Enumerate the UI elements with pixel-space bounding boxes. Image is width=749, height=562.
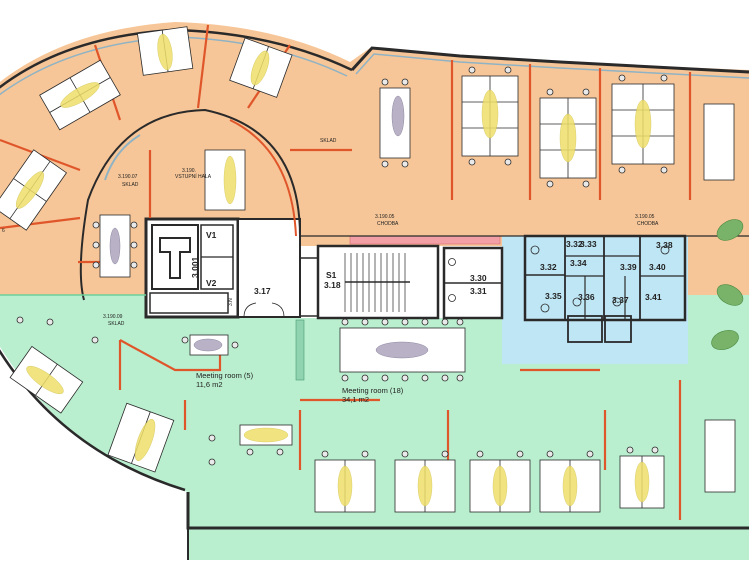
label-meeting-18-name: Meeting room (18) — [342, 386, 404, 395]
north-facade-glazing — [355, 53, 749, 79]
label-room-332b: 3.32 — [540, 262, 557, 272]
south-curved-facade — [0, 349, 186, 492]
label-corridor-west-code: 3.190.05 — [375, 214, 395, 220]
core — [144, 217, 504, 381]
label-room-339: 3.39 — [620, 262, 637, 272]
lift-car — [151, 224, 199, 290]
label-room-334: 3.34 — [570, 258, 587, 268]
label-shaft: 3.N — [228, 298, 234, 306]
label-room-330: 3.30 — [470, 273, 487, 283]
label-corridor-west-name: CHODBA — [377, 221, 399, 227]
label-vestibule-code: 3.190. — [182, 168, 196, 174]
north-facade — [350, 46, 749, 74]
label-meeting-18-area: 34,1 m2 — [342, 395, 369, 404]
label-room-341: 3.41 — [645, 292, 662, 302]
label-edge-mark: 6 — [2, 228, 5, 234]
hatched-strip — [349, 235, 501, 245]
label-storage-code: 3.190.09 — [103, 314, 123, 320]
label-meeting-5-name: Meeting room (5) — [196, 371, 254, 380]
label-sklad-north: SKLAD — [320, 138, 337, 144]
label-stair-code: S1 — [326, 270, 337, 280]
lighting-marks — [15, 33, 652, 507]
label-room-340: 3.40 — [649, 262, 666, 272]
label-meeting-5-area: 11,6 m2 — [196, 380, 223, 389]
inner-arc-glazing — [104, 134, 141, 181]
label-storage-name: SKLAD — [108, 321, 125, 327]
label-room-336: 3.36 — [578, 292, 595, 302]
label-room-337: 3.37 — [612, 295, 629, 305]
lift-symbol — [159, 237, 191, 279]
stair-treads — [344, 253, 410, 312]
label-room-332a: 3.32 — [566, 239, 583, 249]
inner-arc-wall — [79, 108, 301, 301]
label-corridor-east-name: CHODBA — [637, 221, 659, 227]
hatched-strip-south — [295, 319, 305, 381]
label-west-code: 3.190.07 — [118, 174, 138, 180]
label-v2: V2 — [206, 278, 217, 288]
label-room-331: 3.31 — [470, 286, 487, 296]
label-room-335: 3.35 — [545, 291, 562, 301]
label-stair-num: 3.18 — [324, 280, 341, 290]
label-v1: V1 — [206, 230, 217, 240]
label-vestibule-name: VSTUPNÍ HALA — [175, 173, 212, 180]
label-corridor-east-code: 3.190.05 — [635, 214, 655, 220]
labels: 3.190. VSTUPNÍ HALA 3.190.07 SKLAD SKLAD… — [2, 138, 673, 404]
meeting-table-marks — [109, 95, 429, 359]
label-room-333: 3.33 — [580, 239, 597, 249]
plants — [711, 219, 744, 351]
label-west-sub: SKLAD — [122, 182, 139, 188]
label-lift: 3.001 — [190, 256, 200, 278]
label-room-338: 3.38 — [656, 240, 673, 250]
label-stair-side: 3.17 — [254, 286, 271, 296]
